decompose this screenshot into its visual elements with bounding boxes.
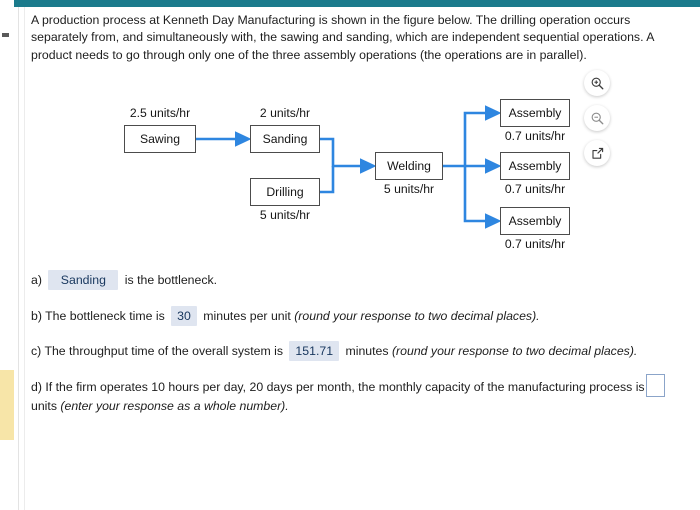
answer-row-a: a) Sanding is the bottleneck.: [31, 270, 631, 290]
answer-b-marker: b): [31, 309, 42, 323]
answer-d-marker: d): [31, 380, 42, 394]
process-node-assembly-2: Assembly: [500, 152, 570, 180]
process-node-sanding: Sanding: [250, 125, 320, 153]
zoom-in-icon: [591, 77, 603, 89]
answer-b-value[interactable]: 30: [171, 306, 197, 326]
answer-c-value[interactable]: 151.71: [289, 341, 340, 361]
answer-a-tail: is the bottleneck.: [124, 273, 218, 287]
gutter-dash-marker: [2, 33, 9, 37]
answer-c-lead: The throughput time of the overall syste…: [44, 344, 283, 358]
answer-d-unit: units: [31, 399, 57, 413]
answer-c-unit: minutes: [345, 344, 389, 358]
answer-row-b: b) The bottleneck time is 30 minutes per…: [31, 306, 651, 326]
rate-label-sanding: 2 units/hr: [259, 106, 311, 120]
question-prompt: A production process at Kenneth Day Manu…: [31, 13, 654, 62]
process-node-assembly-3: Assembly: [500, 207, 570, 235]
answer-b-hint: (round your response to two decimal plac…: [294, 309, 540, 323]
process-node-sawing: Sawing: [124, 125, 196, 153]
answer-c-hint: (round your response to two decimal plac…: [391, 344, 638, 358]
process-flow-figure: Sawing 2.5 units/hr Sanding 2 units/hr D…: [0, 88, 700, 258]
answer-d-lead: If the firm operates 10 hours per day, 2…: [45, 380, 645, 394]
flow-connectors: [196, 105, 502, 229]
process-node-assembly-1: Assembly: [500, 99, 570, 127]
open-in-new-button[interactable]: [584, 140, 610, 166]
rate-label-sawing: 2.5 units/hr: [129, 106, 191, 120]
answer-a-marker: a): [31, 273, 42, 287]
zoom-out-button[interactable]: [584, 105, 610, 131]
rate-label-assembly-2: 0.7 units/hr: [504, 182, 566, 196]
zoom-in-button[interactable]: [584, 70, 610, 96]
rate-label-drilling: 5 units/hr: [259, 208, 311, 222]
window-top-bar: [14, 0, 700, 7]
answer-row-c: c) The throughput time of the overall sy…: [31, 341, 671, 361]
answer-b-unit: minutes per unit: [203, 309, 291, 323]
answer-c-marker: c): [31, 344, 42, 358]
answer-row-d: d) If the firm operates 10 hours per day…: [31, 374, 685, 415]
process-node-welding: Welding: [375, 152, 443, 180]
gutter-divider-inner: [24, 7, 25, 510]
rate-label-assembly-1: 0.7 units/hr: [504, 129, 566, 143]
gutter-divider: [18, 7, 19, 510]
process-node-drilling: Drilling: [250, 178, 320, 206]
answer-d-hint: (enter your response as a whole number).: [60, 399, 289, 413]
gutter-highlight-flag: [0, 370, 14, 440]
answer-a-value[interactable]: Sanding: [48, 270, 119, 290]
answer-d-input[interactable]: [645, 374, 665, 397]
rate-label-welding: 5 units/hr: [383, 182, 435, 196]
answer-b-lead: The bottleneck time is: [45, 309, 165, 323]
rate-label-assembly-3: 0.7 units/hr: [504, 237, 566, 251]
zoom-out-icon: [591, 112, 603, 124]
open-in-new-icon: [591, 147, 603, 159]
